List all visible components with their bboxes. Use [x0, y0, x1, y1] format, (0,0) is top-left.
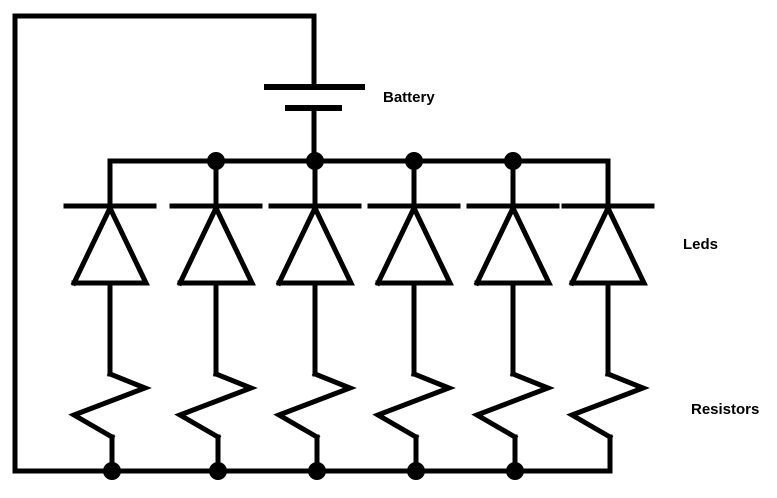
- led-triangle: [275, 202, 355, 287]
- resistor-zigzag: [174, 370, 258, 441]
- resistor-zigzag: [68, 370, 152, 441]
- led-triangle: [176, 202, 256, 287]
- battery-label: Battery: [383, 89, 435, 106]
- top-bus-junction-dot: [405, 152, 423, 170]
- bottom-bus-junction-dot: [103, 462, 121, 480]
- top-bus-junction-dot: [504, 152, 522, 170]
- resistor-zigzag: [471, 370, 555, 441]
- leds-label: Leds: [683, 236, 719, 253]
- led-triangle: [374, 202, 454, 287]
- bottom-bus-junction-dot: [308, 462, 326, 480]
- led-triangle: [70, 202, 150, 287]
- top-bus-junction-dot: [207, 152, 225, 170]
- resistor-zigzag: [566, 370, 650, 441]
- bottom-bus-junction-dot: [209, 462, 227, 480]
- wire-outer-loop: [12, 13, 317, 474]
- led-triangle: [568, 202, 648, 287]
- resistor-zigzag: [273, 370, 357, 441]
- bottom-bus-junction-dot: [407, 462, 425, 480]
- resistor-zigzag: [372, 370, 456, 441]
- resistors-label: Resistors: [691, 401, 760, 418]
- bottom-bus-junction-dot: [506, 462, 524, 480]
- led-triangle: [473, 202, 553, 287]
- top-bus-junction-dot: [306, 152, 324, 170]
